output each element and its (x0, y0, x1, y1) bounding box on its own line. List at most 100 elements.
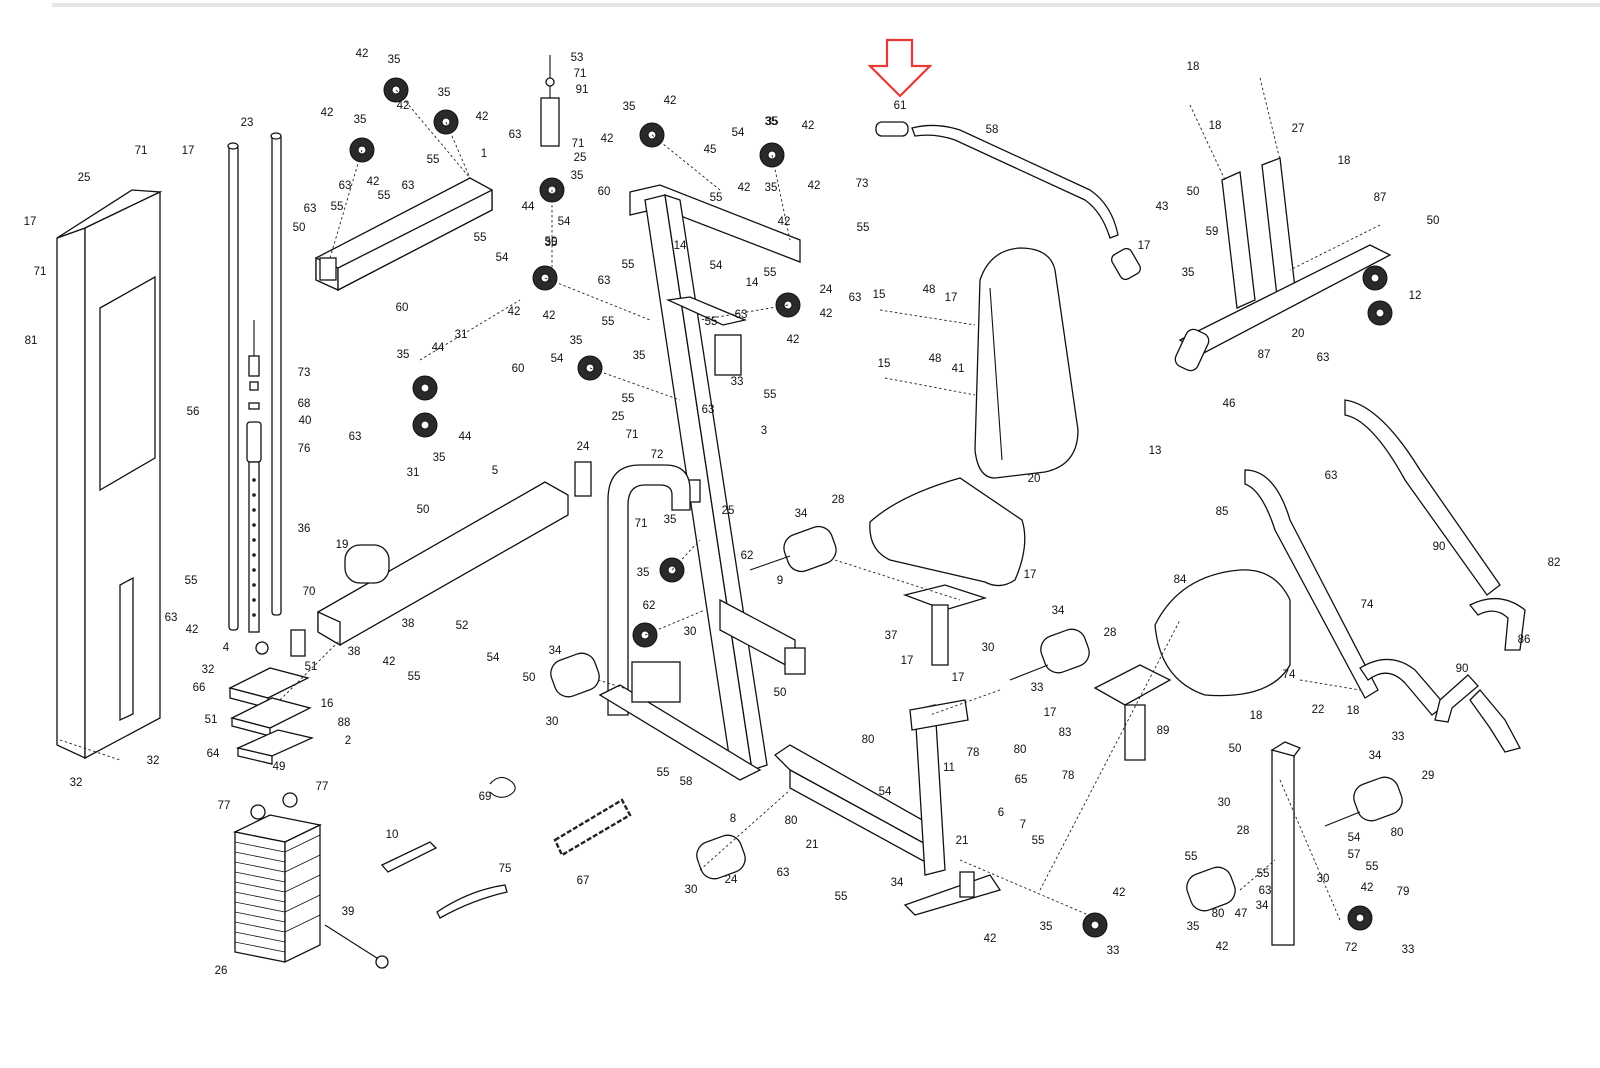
callout: 13 (1149, 445, 1162, 457)
callout: 71 (635, 518, 648, 530)
callout: 54 (879, 786, 892, 798)
callout: 88 (338, 717, 351, 729)
callout: 55 (857, 222, 870, 234)
callout: 42 (664, 95, 677, 107)
callout: 35 (570, 335, 583, 347)
top-divider (52, 3, 1600, 7)
callout: 53 (571, 52, 584, 64)
callout: 42 (787, 334, 800, 346)
callout: 38 (402, 618, 415, 630)
callout: 18 (1347, 705, 1360, 717)
callout: 54 (551, 353, 564, 365)
callout: 64 (207, 748, 220, 760)
callout: 38 (348, 646, 361, 658)
callout: 50 (293, 222, 306, 234)
callout: 52 (456, 620, 469, 632)
callout: 44 (432, 342, 445, 354)
callout: 47 (1235, 908, 1248, 920)
callout: 30 (546, 716, 559, 728)
accessories (324, 776, 632, 969)
callout: 33 (731, 376, 744, 388)
callout: 63 (304, 203, 317, 215)
callout: 44 (459, 431, 472, 443)
callout: 17 (901, 655, 914, 667)
roller-pads (550, 525, 1403, 912)
callout: 72 (1345, 942, 1358, 954)
callout: 65 (1015, 774, 1028, 786)
callout: 42 (820, 308, 833, 320)
callout: 30 (684, 626, 697, 638)
callout: 42 (356, 48, 369, 60)
right-upright (1270, 741, 1302, 946)
callout: 63 (339, 180, 352, 192)
callout: 56 (187, 406, 200, 418)
callout: 33 (1392, 731, 1405, 743)
callout: 90 (1456, 663, 1469, 675)
callout: 63 (849, 292, 862, 304)
callout: 34 (891, 877, 904, 889)
callout: 5 (492, 465, 498, 477)
callout: 35 (571, 170, 584, 182)
callout: 77 (218, 800, 231, 812)
callout: 55 (705, 316, 718, 328)
callout: 35 (623, 101, 636, 113)
callout: 44 (522, 201, 535, 213)
callout: 34 (549, 645, 562, 657)
top-bracket (315, 177, 493, 292)
callout: 32 (70, 777, 83, 789)
press-arms (1093, 399, 1526, 761)
callout: 46 (1223, 398, 1236, 410)
callout: 35 (1040, 921, 1053, 933)
callout: 42 (808, 180, 821, 192)
callout: 49 (273, 761, 286, 773)
callout: 11 (943, 762, 955, 774)
arm-5 (317, 461, 592, 647)
callout: 71 (135, 145, 148, 157)
callout: 55 (474, 232, 487, 244)
callout: 17 (945, 292, 958, 304)
callout: 78 (1062, 770, 1075, 782)
callout: 89 (1157, 725, 1170, 737)
callout: 55 (378, 190, 391, 202)
callout: 17 (1024, 569, 1037, 581)
callout: 6 (998, 807, 1004, 819)
callout: 50 (1187, 186, 1200, 198)
callout: 15 (873, 289, 886, 301)
callout: 50 (545, 236, 558, 248)
callout: 42 (1361, 882, 1374, 894)
part-58-label: 61 (894, 100, 907, 112)
callout: 42 (738, 182, 751, 194)
callout: 68 (298, 398, 311, 410)
callout: 35 (354, 114, 367, 126)
callout: 42 (601, 133, 614, 145)
callout: 14 (674, 240, 687, 252)
callout: 80 (785, 815, 798, 827)
callout: 85 (1216, 506, 1229, 518)
callout: 71 (572, 138, 585, 150)
callout: 63 (402, 180, 415, 192)
callout: 21 (956, 835, 969, 847)
callout: 18 (1187, 61, 1200, 73)
callout: 28 (832, 494, 845, 506)
callout-labels: 42 35 53 71 91 42 35 42 35 42 35 42 35 7… (24, 48, 1561, 977)
callout: 33 (1402, 944, 1415, 956)
callout: 27 (1292, 123, 1305, 135)
callout: 42 (383, 656, 396, 668)
callout: 17 (1044, 707, 1057, 719)
callout: 80 (1212, 908, 1225, 920)
callout: 42 (397, 100, 410, 112)
part-58-grip (875, 121, 909, 137)
callout: 9 (777, 575, 783, 587)
callout: 36 (298, 523, 311, 535)
callout: 54 (732, 127, 745, 139)
base-frame (773, 699, 1002, 916)
callout: 17 (952, 672, 965, 684)
callout: 18 (1250, 710, 1263, 722)
callout: 18 (1209, 120, 1222, 132)
callout: 34 (795, 508, 808, 520)
callout: 42 (186, 624, 199, 636)
callout: 63 (702, 404, 715, 416)
callout: 30 (982, 642, 995, 654)
callout: 62 (643, 600, 656, 612)
callout: 42 (476, 111, 489, 123)
